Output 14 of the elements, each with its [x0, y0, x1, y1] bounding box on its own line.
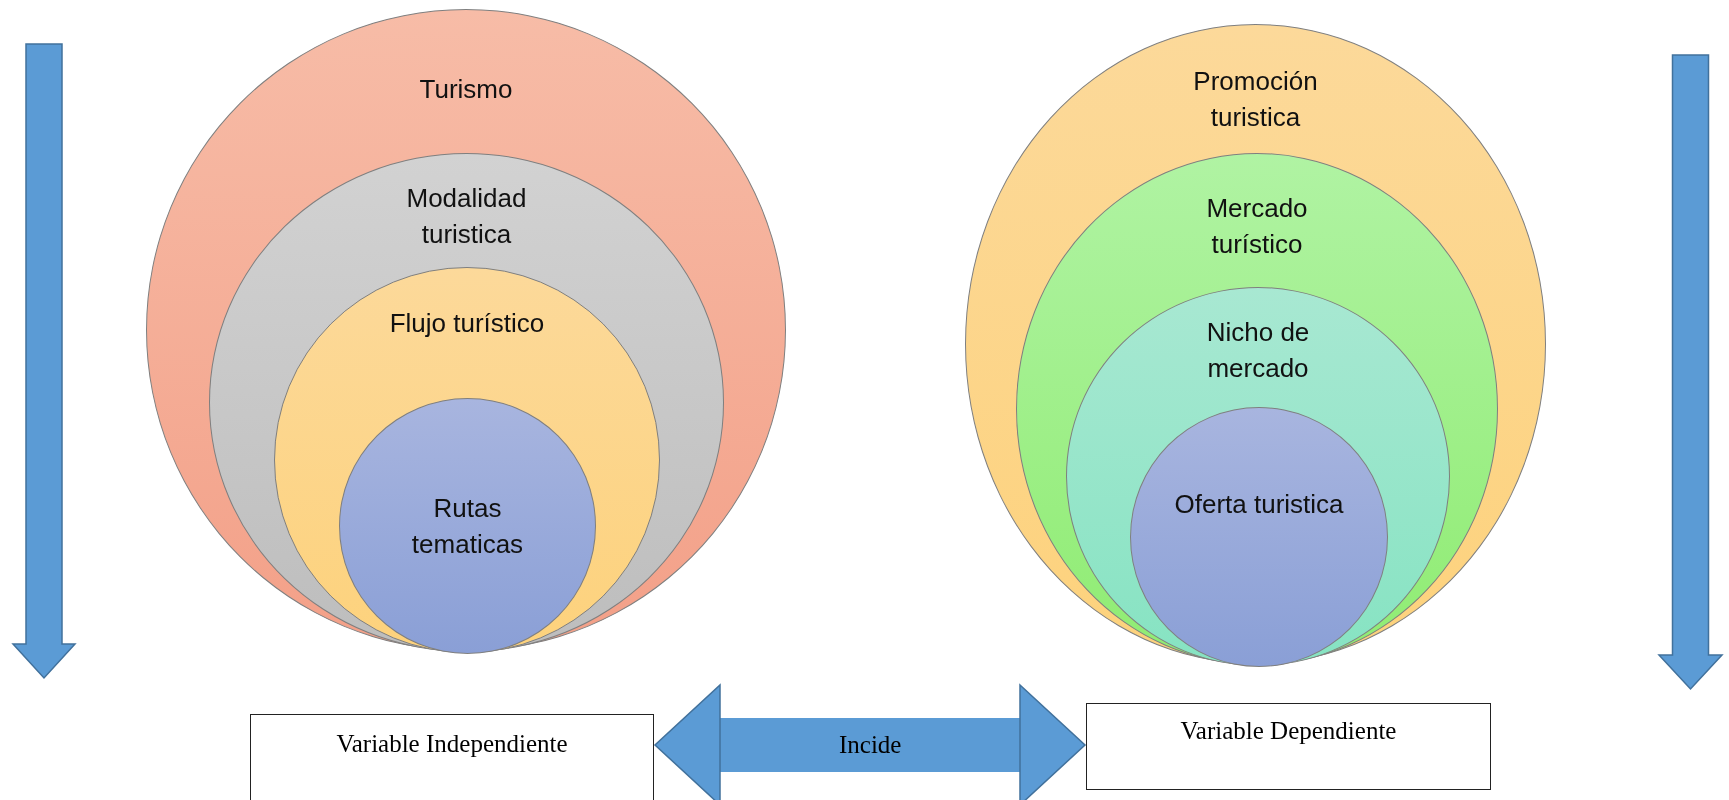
circle-label: Turismo: [418, 73, 514, 106]
edge-label: Incide: [839, 730, 902, 760]
circle-label: Nicho de mercado: [1205, 316, 1311, 385]
circle-label: Mercado turístico: [1205, 192, 1309, 261]
circle-label: Rutas tematicas: [410, 492, 525, 561]
box-label: Variable Dependiente: [1179, 716, 1398, 746]
box-label: Variable Independiente: [335, 729, 569, 759]
double-arrow: [654, 684, 1086, 800]
circle-label: Oferta turistica: [1174, 488, 1344, 521]
circle-label: Modalidad turistica: [405, 182, 528, 251]
circle-label: Flujo turístico: [388, 307, 546, 340]
label-box: [1086, 703, 1491, 790]
label-box: [250, 714, 654, 800]
circle-label: Promoción turistica: [1192, 65, 1319, 134]
